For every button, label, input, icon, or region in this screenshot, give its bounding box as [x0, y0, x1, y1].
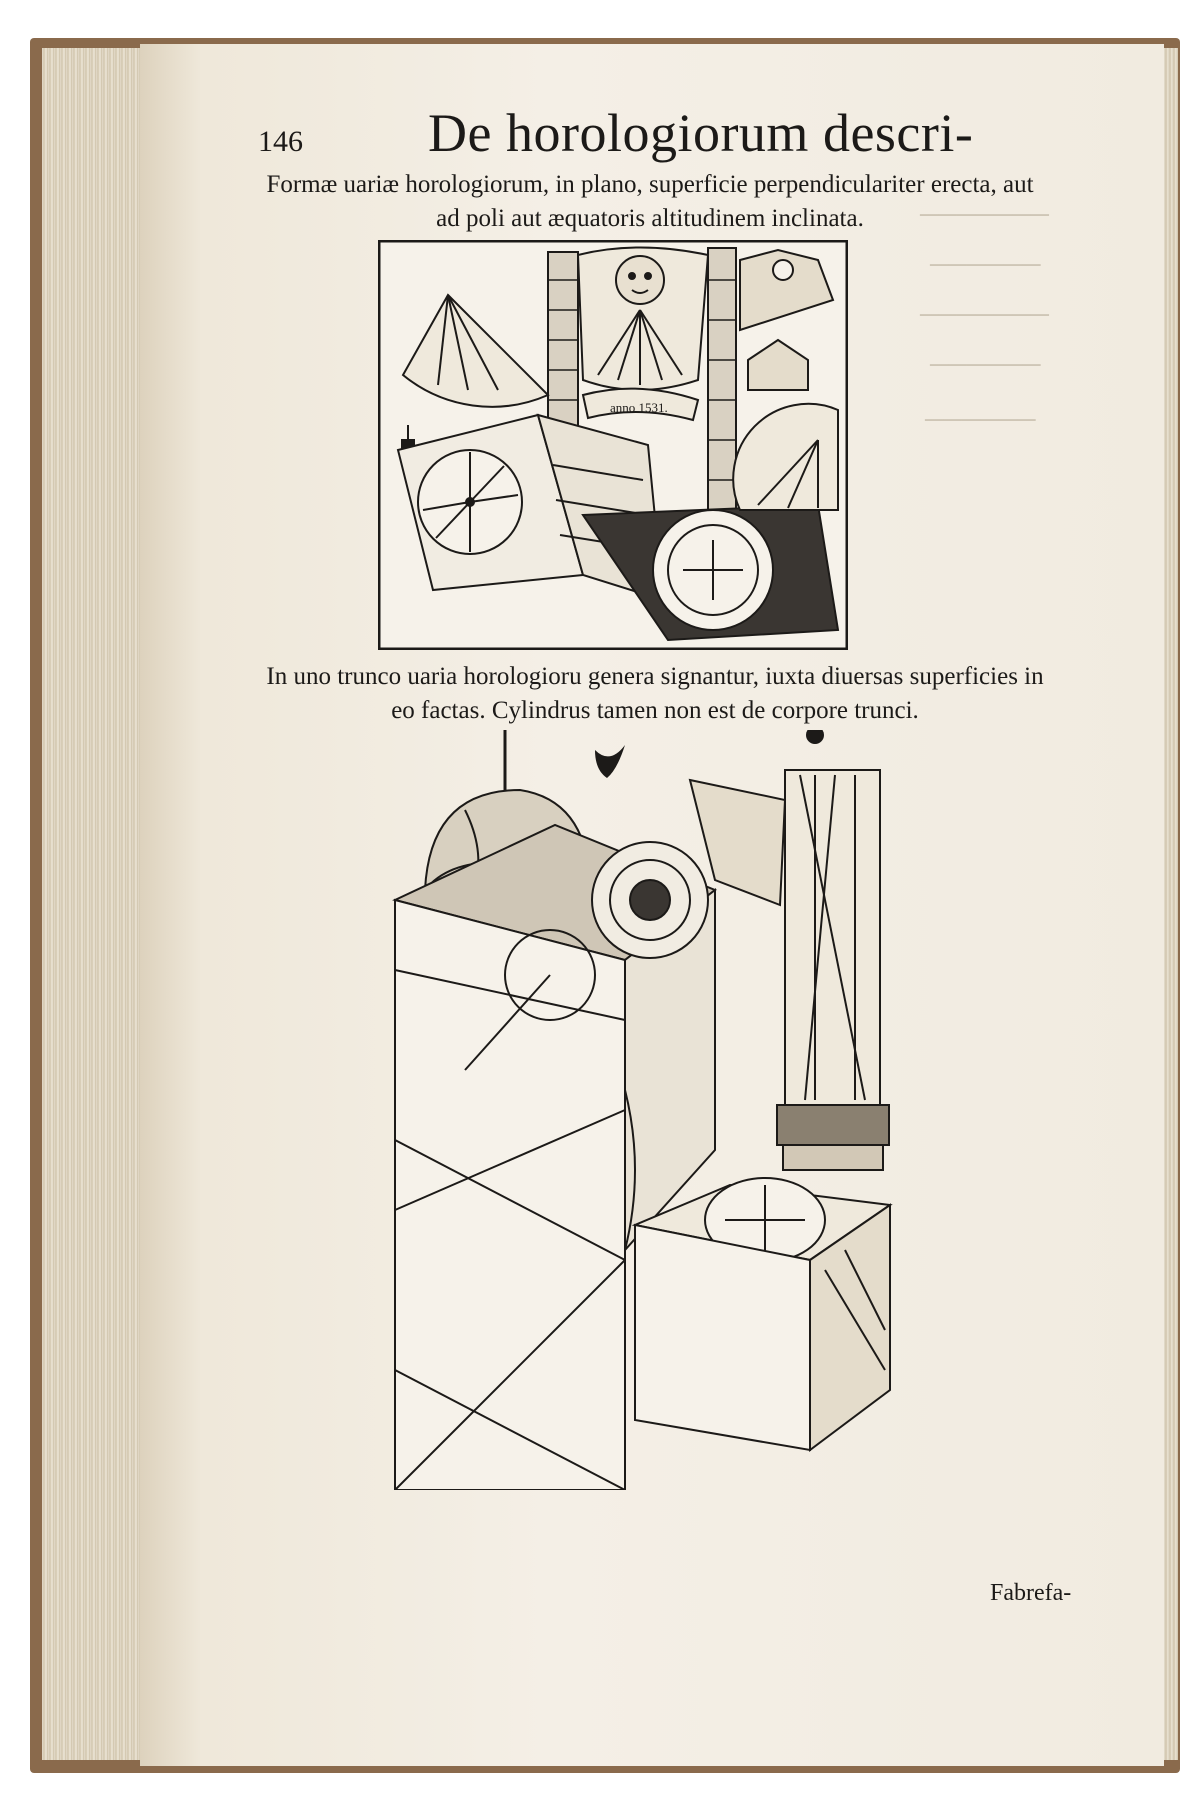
page-edges: [42, 48, 142, 1760]
page-right-edge: [1164, 48, 1178, 1760]
block-front: [394, 898, 626, 1490]
house-drawing: [739, 248, 835, 391]
figure-date: anno 1531.: [610, 400, 668, 415]
quadrant-dial: [401, 293, 550, 453]
page-number: 146: [258, 125, 303, 158]
compass-dial: [581, 503, 840, 642]
show-through: ──────: [930, 350, 1041, 379]
caption-top: Formæ uariæ horologiorum, in plano, supe…: [266, 171, 1034, 232]
show-through: ───────: [920, 200, 1049, 229]
bird-drawing: [595, 745, 625, 778]
caption-bottom: In uno trunco uaria horologioru genera s…: [266, 663, 1044, 724]
sun-face-dial: [576, 246, 710, 391]
half-dial: [732, 402, 839, 511]
woodcut-block-figure: [392, 730, 893, 1490]
woodcut-sundials-figure: anno 1531.: [378, 240, 848, 650]
block-side: [591, 841, 716, 1253]
lower-block: [631, 1177, 893, 1452]
show-through: ───────: [920, 300, 1049, 329]
catchword: Fabrefa-: [990, 1580, 1072, 1606]
show-through: ──────: [930, 250, 1041, 279]
date-ribbon: anno 1531.: [581, 387, 700, 422]
running-head: De horologiorum descri-: [428, 103, 974, 163]
show-through: ──────: [925, 405, 1036, 434]
column: [688, 730, 890, 1171]
